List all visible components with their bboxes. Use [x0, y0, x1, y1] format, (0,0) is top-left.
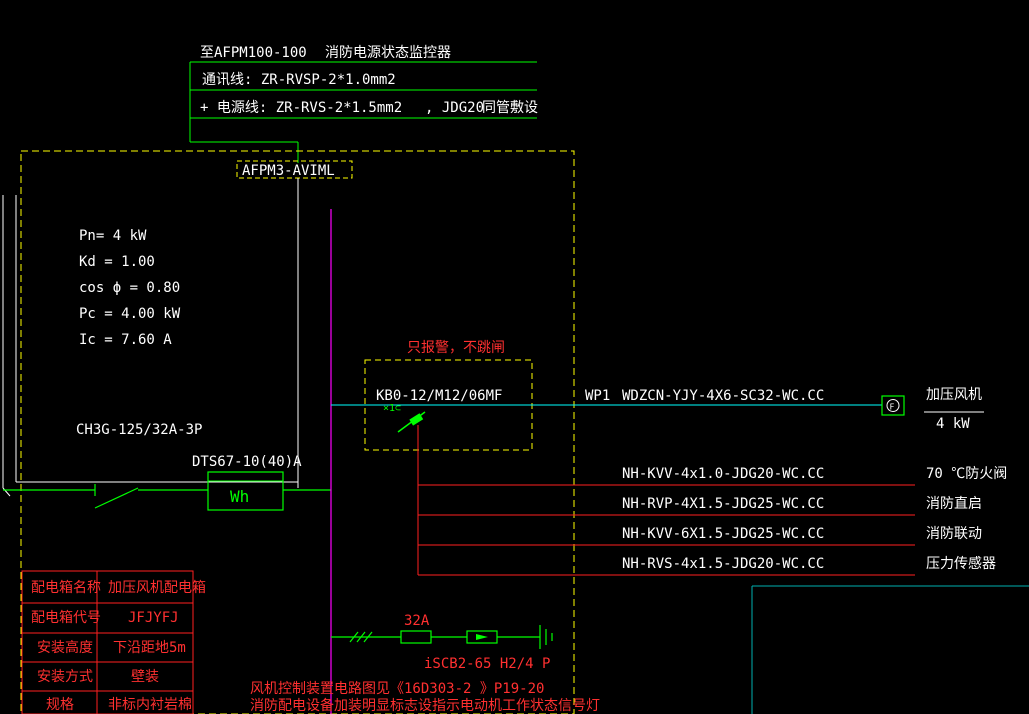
note-line-1: 风机控制装置电路图见《16D303-2 》P19-20 — [250, 681, 544, 697]
panel-outline — [20, 150, 575, 714]
fan-circle — [886, 399, 900, 412]
control-target-1: 70 ℃防火阀 — [926, 466, 1007, 482]
monitor-title-text: 消防电源状态监控器 — [325, 45, 451, 61]
main-breaker-label: CH3G-125/32A-3P — [76, 422, 202, 438]
meter-label: Wh — [230, 487, 249, 506]
table-value-4: 壁装 — [131, 669, 159, 685]
svg-text:×1⊂: ×1⊂ — [383, 403, 401, 414]
fan-icon — [881, 395, 905, 416]
control-target-4: 压力传感器 — [926, 555, 996, 572]
spd-branch — [331, 625, 553, 649]
control-cable-4: NH-RVS-4x1.5-JDG20-WC.CC — [622, 556, 824, 572]
spd-rating: 32A — [404, 613, 430, 629]
to-monitor-text: 至AFPM100-100 — [200, 45, 307, 61]
fan-name: 加压风机 — [926, 387, 982, 403]
header-lines — [189, 61, 537, 163]
table-label-1: 配电箱名称 — [31, 580, 101, 596]
meter-model: DTS67-10(40)A — [192, 454, 302, 470]
incoming-lines — [2, 195, 298, 497]
control-target-3: 消防联动 — [926, 526, 982, 542]
control-wiring — [417, 425, 915, 576]
table-value-1: 加压风机配电箱 — [108, 580, 206, 596]
module-box — [236, 160, 353, 179]
power-line-text: + 电源线: ZR-RVS-2*1.5mm2 — [200, 100, 402, 116]
table-value-3: 下沿距地5m — [113, 640, 186, 656]
main-cable-label: WDZCN-YJY-4X6-SC32-WC.CC — [622, 388, 824, 404]
control-target-2: 消防直启 — [926, 495, 982, 512]
motor-breaker-label: KB0-12/M12/06MF — [376, 388, 502, 404]
control-cable-3: NH-KVV-6X1.5-JDG25-WC.CC — [622, 526, 824, 542]
table-label-5: 规格 — [46, 697, 74, 713]
laying-text: 同管敷设 — [482, 100, 538, 116]
fan-power: 4 kW — [936, 416, 970, 432]
table-value-2: JFJYFJ — [128, 610, 179, 626]
circuit-id: WP1 — [585, 388, 610, 404]
module-label: AFPM3-AVIML — [242, 163, 335, 179]
param-ic: Ic = 7.60 A — [79, 332, 172, 348]
param-pn: Pn= 4 kW — [79, 228, 147, 244]
alarm-note: 只报警，不跳闸 — [407, 340, 505, 356]
param-cos: cos ϕ = 0.80 — [79, 280, 180, 296]
spd-model: iSCB2-65 H2/4 P — [424, 656, 550, 672]
table-label-3: 安装高度 — [37, 639, 93, 656]
conduit-text: , JDG20 — [425, 100, 484, 116]
table-label-2: 配电箱代号 — [31, 610, 101, 626]
comm-line-text: 通讯线: ZR-RVSP-2*1.0mm2 — [202, 72, 396, 88]
control-cable-2: NH-RVP-4X1.5-JDG25-WC.CC — [622, 496, 824, 512]
main-feed — [3, 484, 331, 509]
param-pc: Pc = 4.00 kW — [79, 306, 181, 322]
motor-breaker-symbol: ×1⊂ — [383, 403, 426, 433]
param-kd: Kd = 1.00 — [79, 254, 155, 270]
table-label-4: 安装方式 — [37, 669, 93, 685]
meter-box — [207, 471, 284, 511]
adjacent-frame — [751, 585, 1029, 714]
note-line-2: 消防配电设备加装明显标志设指示电动机工作状态信号灯 — [250, 697, 600, 714]
spd-arrow-icon — [476, 634, 488, 640]
info-table — [21, 570, 194, 714]
fan-symbol: F — [890, 403, 895, 412]
control-cable-1: NH-KVV-4x1.0-JDG20-WC.CC — [622, 466, 824, 482]
table-value-5: 非标内衬岩棉 — [108, 696, 192, 713]
